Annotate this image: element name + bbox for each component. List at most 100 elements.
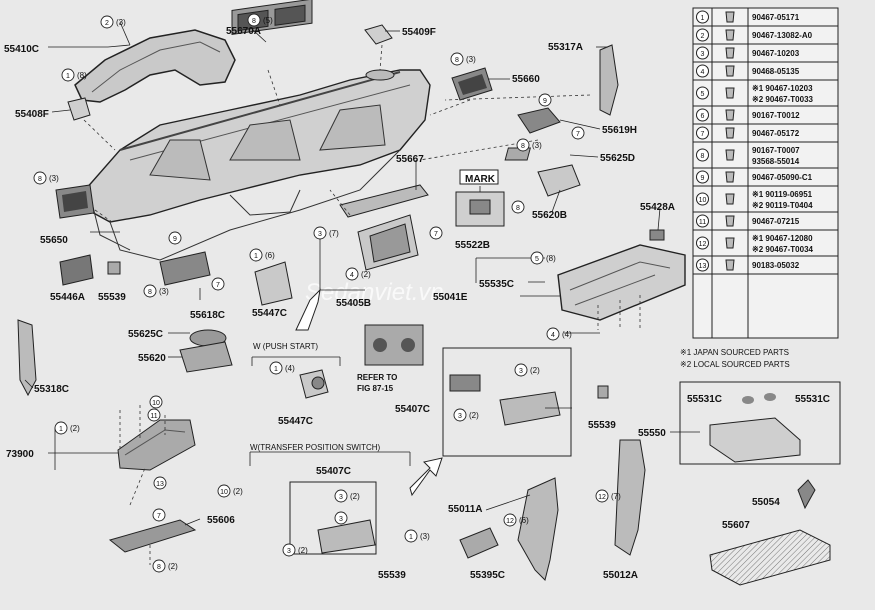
qty: (7) xyxy=(611,492,621,501)
legend-part-number: ※2 90467-T0033 xyxy=(752,95,814,104)
qty: (4) xyxy=(562,330,572,339)
qty: (2) xyxy=(350,492,360,501)
part-label: 55620 xyxy=(138,353,166,364)
qty: (2) xyxy=(298,546,308,555)
legend-part-number: 90183-05032 xyxy=(752,261,800,270)
box-55407C xyxy=(442,347,572,457)
qty: (8) xyxy=(546,254,556,263)
part-label: 55407C xyxy=(395,404,430,415)
part-label: 55618C xyxy=(190,310,225,321)
cluster-hood-drawing xyxy=(74,29,236,103)
center-bezel-drawing xyxy=(339,184,429,218)
legend-number: 5 xyxy=(701,91,705,98)
qty: (2) xyxy=(361,270,371,279)
legend-number-circle xyxy=(696,192,709,206)
svg-text:4: 4 xyxy=(350,272,354,279)
glove-box-liner-drawing xyxy=(709,393,801,463)
legend-number: 8 xyxy=(701,153,705,160)
svg-text:7: 7 xyxy=(576,131,580,138)
legend-part-number: 90468-05135 xyxy=(752,67,800,76)
part-label: 55539 xyxy=(588,420,616,431)
part-label: 55054 xyxy=(752,497,780,508)
svg-text:8: 8 xyxy=(148,289,152,296)
part-label: 55317A xyxy=(548,42,583,53)
part-label: 55670A xyxy=(226,26,261,37)
box-55550 xyxy=(679,381,841,465)
legend-part-number: 90167-T0012 xyxy=(752,111,800,120)
part-label: 55531C xyxy=(795,394,830,405)
qty: (2) xyxy=(469,411,479,420)
part-labels: 55410C 55670A 55409F 55317A 55660 55408F… xyxy=(4,26,830,581)
clip-icon xyxy=(725,237,735,249)
note-2: ※2 LOCAL SOURCED PARTS xyxy=(680,360,790,369)
clip-icon xyxy=(725,259,735,271)
legend-part-number: 90467-07215 xyxy=(752,217,800,226)
legend-number-circle xyxy=(696,64,709,78)
qty: (3) xyxy=(49,174,59,183)
lower-panel-drawing xyxy=(517,477,559,581)
variant-label: W(TRANSFER POSITION SWITCH) xyxy=(250,443,381,452)
legend-number-circle xyxy=(696,28,709,42)
display-panel-drawing xyxy=(455,169,505,227)
qty: (3) xyxy=(532,141,542,150)
refer-label: FIG 87-15 xyxy=(357,384,394,393)
qty: (3) xyxy=(420,532,430,541)
clip-icon xyxy=(725,193,735,205)
qty: (5) xyxy=(263,16,273,25)
refer-label: REFER TO xyxy=(357,373,397,382)
legend-part-number: 90167-T0007 xyxy=(752,146,800,155)
legend-number-circle xyxy=(696,10,709,24)
legend-part-number: ※1 90467-10203 xyxy=(752,84,813,93)
clip-icon xyxy=(725,215,735,227)
legend-number-circle xyxy=(696,126,709,140)
part-label: 55447C xyxy=(278,416,313,427)
legend-part-number: 90467-13082-A0 xyxy=(752,31,813,40)
svg-text:8: 8 xyxy=(157,564,161,571)
legend-number: 6 xyxy=(701,113,705,120)
mark-label: MARK xyxy=(465,174,496,185)
part-label: 55607 xyxy=(722,520,750,531)
svg-text:3: 3 xyxy=(287,548,291,555)
qty: (3) xyxy=(159,287,169,296)
legend-number-circle xyxy=(696,170,709,184)
legend-part-number: ※2 90467-T0034 xyxy=(752,245,814,254)
svg-text:1: 1 xyxy=(59,426,63,433)
switch-module-drawing xyxy=(449,374,561,426)
legend-number-circle xyxy=(696,86,709,100)
box-drawing xyxy=(537,164,581,197)
note-1: ※1 JAPAN SOURCED PARTS xyxy=(680,348,789,357)
svg-text:8: 8 xyxy=(38,176,42,183)
legend-part-number: 93568-55014 xyxy=(752,157,800,166)
clip-icon xyxy=(725,11,735,23)
part-label: 55012A xyxy=(603,570,638,581)
box-transfer xyxy=(289,481,377,555)
legend-number-circle xyxy=(696,108,709,122)
part-label: 55011A xyxy=(448,504,482,515)
legend-part-number: ※1 90119-06951 xyxy=(752,190,813,199)
part-label: 55395C xyxy=(470,570,505,581)
part-label: 55620B xyxy=(532,210,567,221)
svg-text:10: 10 xyxy=(220,489,228,496)
part-label: 55410C xyxy=(4,44,39,55)
legend-part-number: ※2 90119-T0404 xyxy=(752,201,813,210)
qty: (6) xyxy=(265,251,275,260)
svg-text:12: 12 xyxy=(506,518,514,525)
legend-part-number: 90467-05090-C1 xyxy=(752,173,813,182)
watermark: Sedanviet.vn xyxy=(305,279,444,306)
small-switch-drawing xyxy=(107,261,121,275)
ac-control-drawing xyxy=(364,324,424,366)
svg-text:8: 8 xyxy=(521,143,525,150)
legend-number: 11 xyxy=(699,219,706,226)
dashboard-panel-drawing xyxy=(84,69,431,261)
part-label: 55625C xyxy=(128,329,163,340)
legend-part-number: 90467-05171 xyxy=(752,13,800,22)
part-label: 55660 xyxy=(512,74,540,85)
qty: (8) xyxy=(77,71,87,80)
tray-drawing xyxy=(709,529,831,586)
svg-text:4: 4 xyxy=(551,332,555,339)
legend-number: 9 xyxy=(701,175,705,182)
clip-icon xyxy=(725,87,735,99)
svg-text:1: 1 xyxy=(274,366,278,373)
